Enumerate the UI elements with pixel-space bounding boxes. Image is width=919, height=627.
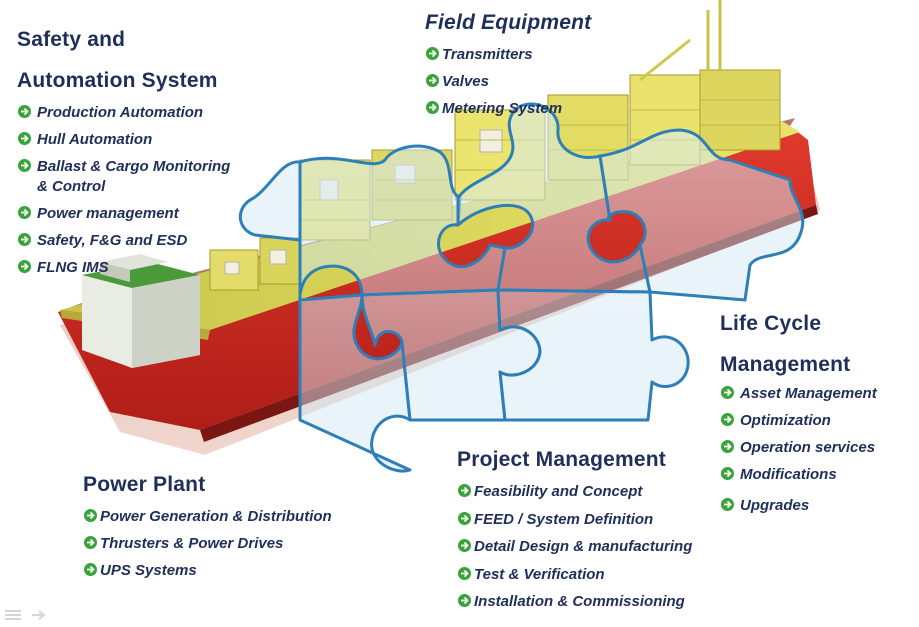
puzzle-piece-left-tab [239,160,302,242]
green-circle-arrow-icon [83,535,98,550]
green-circle-arrow-icon [720,497,735,512]
field-equipment-list: Transmitters Valves Metering System [425,45,562,126]
green-circle-arrow-icon [720,466,735,481]
green-circle-arrow-icon [720,412,735,427]
green-circle-arrow-icon [457,593,472,608]
puzzle-overlay [239,102,805,473]
puzzle-piece-top-left [298,144,507,302]
accommodation-block [82,254,200,368]
project-management-title: Project Management [457,448,666,471]
list-item-continuation: & Control [37,178,106,195]
power-plant-title: Power Plant [83,473,206,496]
project-management-list: Feasibility and Concept FEED / System De… [457,482,692,620]
list-item: Detail Design & manufacturing [457,537,692,556]
list-item: Optimization [720,411,877,430]
power-plant-list: Power Generation & Distribution Thruster… [83,507,332,588]
list-item: Power Generation & Distribution [83,507,332,526]
green-circle-arrow-icon [457,538,472,553]
green-circle-arrow-icon [83,562,98,577]
green-circle-arrow-icon [17,158,32,173]
list-item: Installation & Commissioning [457,592,692,611]
green-circle-arrow-icon [17,259,32,274]
green-circle-arrow-icon [457,511,472,526]
green-circle-arrow-icon [457,566,472,581]
green-circle-arrow-icon [17,131,32,146]
lifecycle-title-line2: Management [720,353,851,376]
list-item: FLNG IMS [17,258,230,277]
next-slide-icon[interactable] [30,608,48,622]
list-item: Thrusters & Power Drives [83,534,332,553]
list-item: Operation services [720,438,877,457]
list-item: Modifications [720,465,877,484]
green-circle-arrow-icon [17,205,32,220]
green-circle-arrow-icon [720,439,735,454]
list-item: Hull Automation [17,130,230,149]
list-item: Production Automation [17,103,230,122]
puzzle-piece-bottom-right [496,288,690,422]
green-circle-arrow-icon [17,104,32,119]
green-circle-arrow-icon [425,100,440,115]
safety-title-line1: Safety and [17,28,126,51]
green-circle-arrow-icon [17,232,32,247]
list-item: Upgrades [720,496,877,515]
green-circle-arrow-icon [83,508,98,523]
list-item: FEED / System Definition [457,510,692,529]
slideshow-nav [4,608,48,622]
safety-list: Production Automation Hull Automation Ba… [17,103,230,285]
field-equipment-title: Field Equipment [425,11,592,34]
lifecycle-list: Asset Management Optimization Operation … [720,384,877,523]
list-item: Metering System [425,99,562,118]
green-circle-arrow-icon [425,73,440,88]
green-circle-arrow-icon [720,385,735,400]
list-item: Asset Management [720,384,877,403]
list-item: Valves [425,72,562,91]
lifecycle-title-line1: Life Cycle [720,312,822,335]
list-item: Ballast & Cargo Monitoring [17,157,230,176]
menu-icon[interactable] [4,608,22,622]
safety-title-line2: Automation System [17,69,218,92]
list-item: Safety, F&G and ESD [17,231,230,250]
list-item: UPS Systems [83,561,332,580]
puzzle-piece-top-right [598,128,805,302]
green-circle-arrow-icon [457,483,472,498]
list-item: Transmitters [425,45,562,64]
green-circle-arrow-icon [425,46,440,61]
list-item: Feasibility and Concept [457,482,692,501]
list-item: Power management [17,204,230,223]
list-item: Test & Verification [457,565,692,584]
